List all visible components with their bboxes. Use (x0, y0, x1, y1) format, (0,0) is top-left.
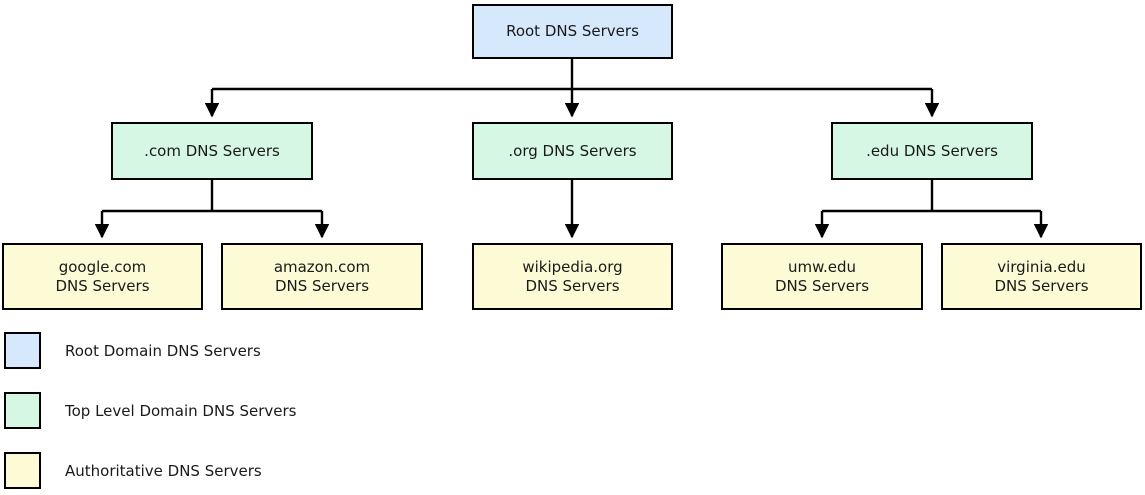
node-label: wikipedia.org DNS Servers (522, 257, 623, 295)
node-label: Root DNS Servers (506, 22, 639, 40)
node-label: amazon.com DNS Servers (273, 257, 371, 295)
node-org-dns-servers[interactable]: .org DNS Servers (472, 122, 673, 180)
legend-swatch-authoritative-icon (4, 452, 41, 489)
node-label: .edu DNS Servers (866, 141, 998, 160)
node-google-com-dns-servers[interactable]: google.com DNS Servers (2, 243, 203, 310)
node-label: .com DNS Servers (144, 141, 280, 160)
legend-item-root-domain: Root Domain DNS Servers (4, 332, 261, 369)
node-amazon-com-dns-servers[interactable]: amazon.com DNS Servers (221, 243, 423, 310)
legend-label: Top Level Domain DNS Servers (65, 401, 297, 420)
legend-label: Authoritative DNS Servers (65, 461, 262, 480)
legend-swatch-root-icon (4, 332, 41, 369)
node-label: .org DNS Servers (508, 141, 637, 160)
node-umw-edu-dns-servers[interactable]: umw.edu DNS Servers (721, 243, 923, 310)
node-label: virginia.edu DNS Servers (994, 257, 1089, 295)
node-wikipedia-org-dns-servers[interactable]: wikipedia.org DNS Servers (472, 243, 673, 310)
node-virginia-edu-dns-servers[interactable]: virginia.edu DNS Servers (941, 243, 1142, 310)
legend-item-authoritative: Authoritative DNS Servers (4, 452, 262, 489)
legend-label: Root Domain DNS Servers (65, 341, 261, 360)
node-edu-dns-servers[interactable]: .edu DNS Servers (831, 122, 1033, 180)
legend-swatch-tld-icon (4, 392, 41, 429)
node-com-dns-servers[interactable]: .com DNS Servers (111, 122, 313, 180)
legend-item-top-level-domain: Top Level Domain DNS Servers (4, 392, 296, 429)
node-root-dns-servers[interactable]: Root DNS Servers (472, 4, 673, 59)
node-label: umw.edu DNS Servers (774, 257, 870, 295)
node-label: google.com DNS Servers (55, 257, 150, 295)
